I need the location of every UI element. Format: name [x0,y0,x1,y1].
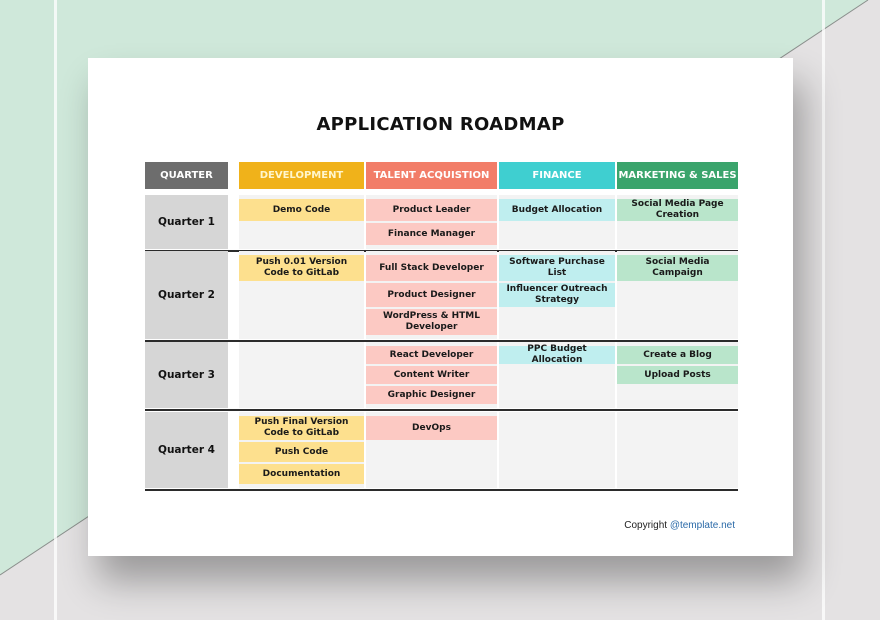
roadmap-item: Product Designer [366,283,497,307]
quarter-label-4: Quarter 4 [145,412,228,488]
roadmap-item: Content Writer [366,366,497,384]
document-title: APPLICATION ROADMAP [316,114,565,135]
roadmap-item: Push 0.01 Version Code to GitLab [239,255,364,281]
roadmap-item: Documentation [239,464,364,484]
roadmap-item: Full Stack Developer [366,255,497,281]
quarter-label-2: Quarter 2 [145,251,228,339]
roadmap-item: Push Final Version Code to GitLab [239,416,364,440]
quarter-label-1: Quarter 1 [145,195,228,249]
quarter-4-finance-column [499,412,615,488]
header-development: DEVELOPMENT [239,162,364,189]
quarter-separator [145,340,738,342]
roadmap-item: PPC Budget Allocation [499,344,615,365]
roadmap-item: Upload Posts [617,366,738,384]
template-link[interactable]: @template.net [669,520,735,531]
quarter-separator [145,489,738,491]
roadmap-item: Graphic Designer [366,386,497,404]
quarter-3-development-column [239,342,364,408]
roadmap-item: Demo Code [239,199,364,221]
header-talent-acquisition: TALENT ACQUISTION [366,162,497,189]
roadmap-item: WordPress & HTML Developer [366,309,497,335]
quarter-label-3: Quarter 3 [145,342,228,408]
roadmap-item: Create a Blog [617,346,738,364]
roadmap-item: Push Code [239,442,364,462]
background-guide-line-right [822,0,825,620]
header-marketing-sales: MARKETING & SALES [617,162,738,189]
roadmap-item: Social Media Campaign [617,255,738,281]
roadmap-item: Budget Allocation [499,199,615,221]
roadmap-item: Product Leader [366,199,497,221]
roadmap-item: React Developer [366,346,497,364]
copyright-text: Copyright [624,520,670,531]
roadmap-item: Influencer Outreach Strategy [499,283,615,307]
quarter-separator [145,409,738,411]
copyright-footer: Copyright @template.net [624,520,735,531]
roadmap-item: Finance Manager [366,223,497,245]
header-quarter: QUARTER [145,162,228,189]
roadmap-item: Software Purchase List [499,255,615,281]
roadmap-item: Social Media Page Creation [617,199,738,221]
roadmap-item: DevOps [366,416,497,440]
background-guide-line-left [54,0,57,620]
quarter-4-marketing-column [617,412,738,488]
header-finance: FINANCE [499,162,615,189]
